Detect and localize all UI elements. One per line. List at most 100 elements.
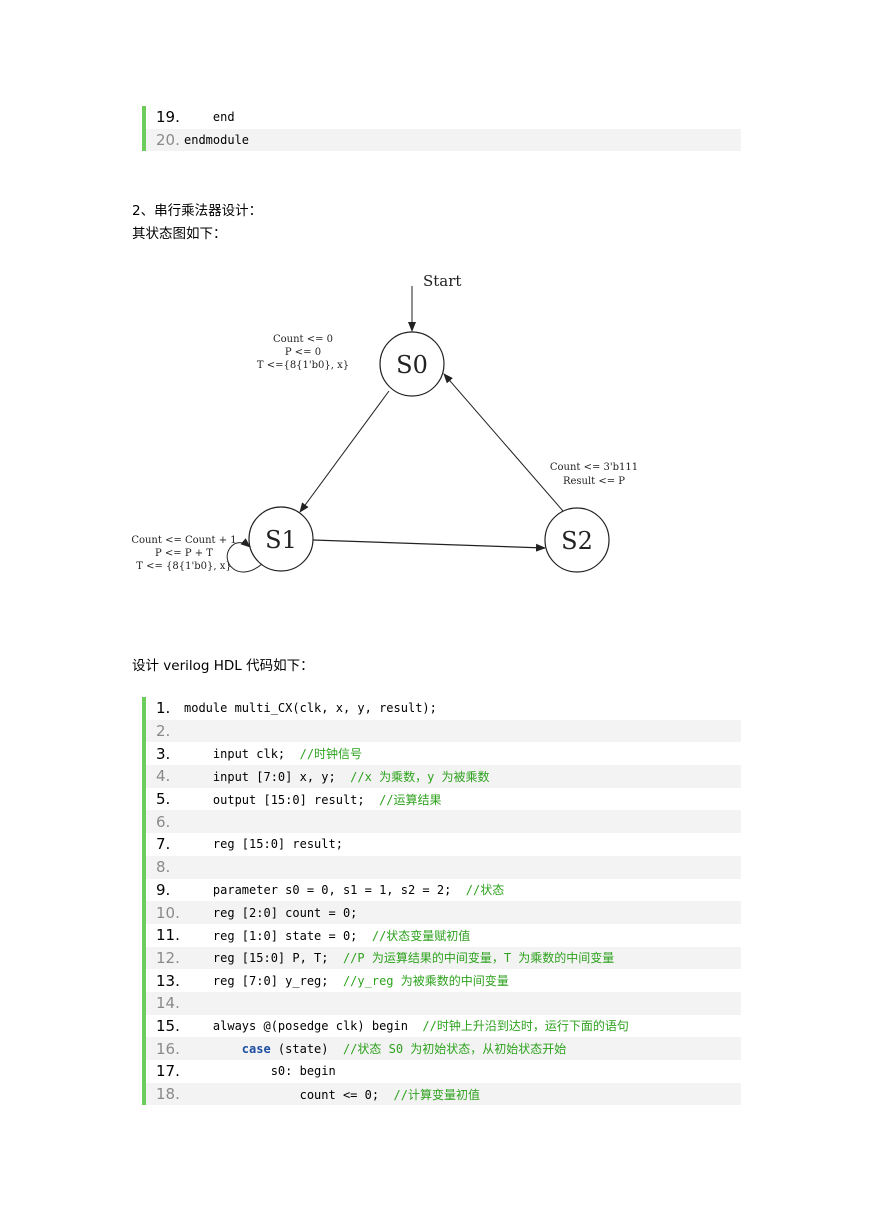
code-segment: count <= 0; xyxy=(184,1087,394,1102)
main-code-block: 1.module multi_CX(clk, x, y, result);2.3… xyxy=(142,697,741,1106)
s1-action-line: T <= {8{1'b0}, x} xyxy=(136,561,231,572)
code-keyword: case xyxy=(241,1042,271,1057)
line-number: 15. xyxy=(156,1016,180,1035)
start-label: Start xyxy=(423,272,461,290)
code-text: endmodule xyxy=(184,133,249,147)
code-text: case (state) //状态 S0 为初始状态，从初始状态开始 xyxy=(184,1040,567,1057)
code-line: 9. parameter s0 = 0, s1 = 1, s2 = 2; //状… xyxy=(146,879,741,902)
code-segment: input [7:0] x, y; xyxy=(184,769,351,784)
section-heading: 2、串行乘法器设计： xyxy=(132,203,263,219)
code-text: input [7:0] x, y; //x 为乘数，y 为被乘数 xyxy=(184,768,490,785)
code-text: count <= 0; //计算变量初值 xyxy=(184,1086,480,1103)
code-segment: s0: begin xyxy=(184,1064,336,1079)
line-number: 13. xyxy=(156,971,180,990)
s1-actions: Count <= Count + 1 P <= P + T T <= {8{1'… xyxy=(131,535,236,572)
line-number: 10. xyxy=(156,903,180,922)
code-segment: end xyxy=(184,110,235,125)
code-segment: parameter s0 = 0, s1 = 1, s2 = 2; xyxy=(184,883,466,898)
section-subheading: 其状态图如下： xyxy=(132,226,227,242)
code-line: 1. module multi_CX(clk, x, y, result); xyxy=(146,697,741,720)
code-line: 2. xyxy=(146,719,741,743)
code-text: module multi_CX(clk, x, y, result); xyxy=(184,701,437,715)
line-number: 6. xyxy=(156,812,171,831)
line-number: 17. xyxy=(156,1062,180,1081)
code-text: reg [1:0] state = 0; //状态变量赋初值 xyxy=(184,927,470,944)
code-segment: reg [15:0] P, T; xyxy=(184,951,343,966)
s1-action-line: P <= P + T xyxy=(155,548,213,559)
code-text: end xyxy=(184,110,235,124)
code-comment: //P 为运算结果的中间变量，T 为乘数的中间变量 xyxy=(342,951,615,966)
state-diagram: Start S0 S1 S2 Count <= 0 P <= 0 T <={8{… xyxy=(131,272,638,573)
line-number: 1. xyxy=(156,699,171,718)
s0-actions: Count <= 0 P <= 0 T <={8{1'b0}, x} xyxy=(257,334,349,371)
code-segment: reg [1:0] state = 0; xyxy=(184,928,372,943)
line-number: 9. xyxy=(156,880,171,899)
code-text: parameter s0 = 0, s1 = 1, s2 = 2; //状态 xyxy=(184,881,504,898)
code-text: output [15:0] result; //运算结果 xyxy=(184,791,442,808)
code-text: s0: begin xyxy=(184,1064,336,1078)
code-comment: //状态变量赋初值 xyxy=(371,928,471,943)
code-line: 18. count <= 0; //计算变量初值 xyxy=(146,1082,741,1106)
code-comment: //状态 S0 为初始状态，从初始状态开始 xyxy=(342,1042,567,1057)
code-text: always @(posedge clk) begin //时钟上升沿到达时，运… xyxy=(184,1017,629,1034)
s0-action-line: T <={8{1'b0}, x} xyxy=(257,360,349,371)
code-comment: //x 为乘数，y 为被乘数 xyxy=(350,769,490,784)
code-segment xyxy=(184,1042,242,1056)
transition-s0-s1 xyxy=(299,390,390,513)
line-number: 4. xyxy=(156,767,171,786)
code-line: 8. xyxy=(146,855,741,879)
code-segment: output [15:0] result; xyxy=(184,792,380,807)
line-number: 19. xyxy=(156,108,180,127)
line-number: 12. xyxy=(156,948,180,967)
code-segment: always @(posedge clk) begin xyxy=(184,1019,423,1034)
s2-action-line: Count <= 3'b111 xyxy=(550,462,638,473)
code-comment: //时钟信号 xyxy=(299,747,363,762)
code-text: input clk; //时钟信号 xyxy=(184,745,362,762)
code-comment: //状态 xyxy=(465,883,505,898)
code-line: 7. reg [15:0] result; xyxy=(146,833,741,856)
code-comment: //计算变量初值 xyxy=(393,1087,480,1102)
line-number: 8. xyxy=(156,858,171,877)
s0-action-line: Count <= 0 xyxy=(273,334,333,345)
code-segment: (state) xyxy=(270,1042,343,1057)
state-s2-label: S2 xyxy=(561,527,593,555)
line-number: 18. xyxy=(156,1085,180,1104)
transition-s1-self-loop xyxy=(226,538,263,573)
line-number: 2. xyxy=(156,722,171,741)
code-comment: //y_reg 为被乘数的中间变量 xyxy=(342,974,509,989)
state-s1-label: S1 xyxy=(265,526,297,554)
code-lines: 19. end 20. endmodule xyxy=(146,106,741,152)
line-number: 7. xyxy=(156,835,171,854)
s1-action-line: Count <= Count + 1 xyxy=(131,535,236,546)
s2-actions: Count <= 3'b111 Result <= P xyxy=(550,462,638,487)
code-line: 14. xyxy=(146,991,741,1015)
code-line: 15. always @(posedge clk) begin //时钟上升沿到… xyxy=(146,1015,741,1038)
line-number: 16. xyxy=(156,1039,180,1058)
code-text: reg [2:0] count = 0; xyxy=(184,905,358,920)
code-segment: module multi_CX(clk, x, y, result); xyxy=(184,701,437,716)
code-intro: 设计 verilog HDL 代码如下： xyxy=(132,658,314,674)
s2-action-line: Result <= P xyxy=(563,476,625,487)
code-segment: reg [7:0] y_reg; xyxy=(184,974,343,989)
code-line: 6. xyxy=(146,810,741,834)
code-lines: 1.module multi_CX(clk, x, y, result);2.3… xyxy=(146,697,741,1106)
state-s0-circle xyxy=(379,331,445,397)
line-number: 5. xyxy=(156,790,171,809)
code-comment: //时钟上升沿到达时，运行下面的语句 xyxy=(422,1019,629,1034)
code-line: 20. endmodule xyxy=(146,128,741,152)
code-text: reg [15:0] P, T; //P 为运算结果的中间变量，T 为乘数的中间… xyxy=(184,949,614,966)
code-line: 13. reg [7:0] y_reg; //y_reg 为被乘数的中间变量 xyxy=(146,969,741,992)
state-s0-label: S0 xyxy=(396,351,428,379)
code-segment: endmodule xyxy=(184,133,250,148)
code-line: 19. end xyxy=(146,106,741,129)
code-segment: reg [2:0] count = 0; xyxy=(184,905,358,920)
transition-s2-s0 xyxy=(443,373,564,512)
code-text: reg [7:0] y_reg; //y_reg 为被乘数的中间变量 xyxy=(184,972,509,989)
code-line: 11. reg [1:0] state = 0; //状态变量赋初值 xyxy=(146,924,741,947)
code-line: 10. reg [2:0] count = 0; xyxy=(146,901,741,924)
code-segment: reg [15:0] result; xyxy=(184,837,343,852)
line-number: 20. xyxy=(156,131,180,150)
transition-s1-s2 xyxy=(312,539,546,552)
code-line: 17. s0: begin xyxy=(146,1060,741,1083)
line-number: 14. xyxy=(156,994,180,1013)
